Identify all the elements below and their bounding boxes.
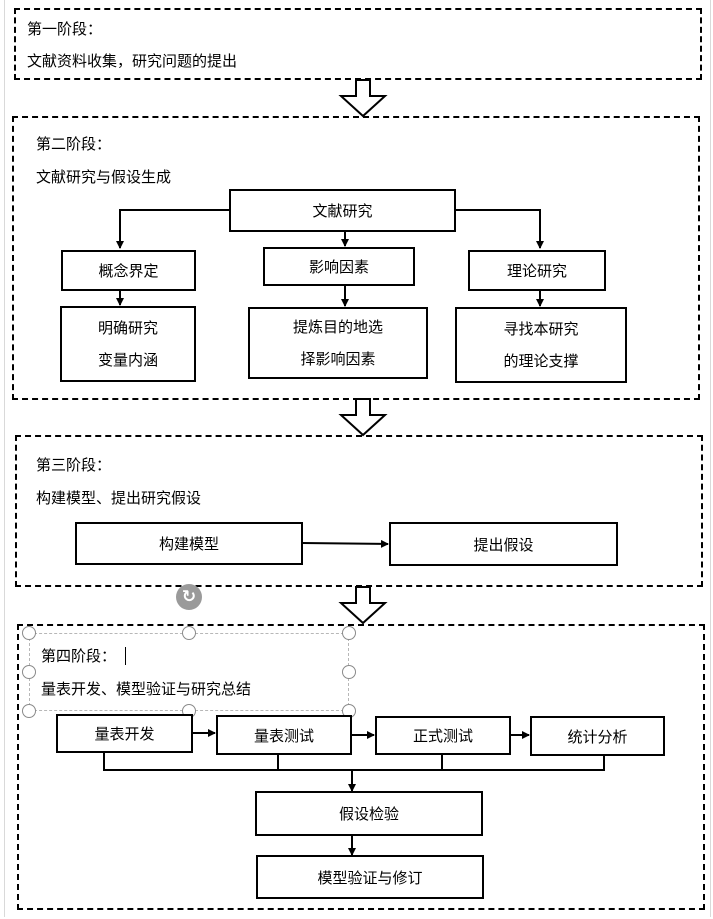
stage-1-panel (14, 8, 702, 80)
resize-handle-top-right[interactable] (342, 626, 356, 640)
stage-transition-arrow-3 (338, 586, 388, 625)
factors-detail-line-1: 提炼目的地选 (292, 318, 383, 336)
theory-research-box[interactable]: 理论研究 (468, 250, 606, 291)
statistical-analysis-box[interactable]: 统计分析 (530, 716, 665, 756)
stage-1-title: 第一阶段： (27, 20, 103, 38)
page-edge (4, 0, 711, 917)
stage-2-panel (12, 116, 700, 400)
build-model-box[interactable]: 构建模型 (75, 522, 303, 565)
connector-merge-bar (103, 752, 605, 771)
theory-detail-line-2: 的理论支撑 (503, 352, 579, 370)
resize-handle-top-center[interactable] (182, 626, 196, 640)
stage-3-title: 第三阶段： (36, 456, 112, 474)
influencing-factors-box[interactable]: 影响因素 (263, 247, 415, 286)
stage-4-panel (17, 624, 705, 910)
text-caret (125, 647, 126, 665)
factors-detail-box[interactable]: 提炼目的地选 择影响因素 (248, 307, 428, 379)
scale-testing-box[interactable]: 量表测试 (216, 715, 352, 755)
propose-hypothesis-box[interactable]: 提出假设 (389, 522, 618, 566)
model-validation-box[interactable]: 模型验证与修订 (256, 855, 484, 899)
hollow-down-arrow-icon (338, 398, 388, 437)
stage-2-title: 第二阶段： (36, 135, 112, 153)
concept-detail-line-2: 变量内涵 (97, 351, 158, 369)
stage-3-subtitle: 构建模型、提出研究假设 (36, 489, 202, 507)
concept-detail-box[interactable]: 明确研究 变量内涵 (60, 306, 196, 382)
connector-model-to-hypothesis (301, 539, 389, 548)
theory-detail-line-1: 寻找本研究 (503, 320, 579, 338)
connector-root-to-theory (456, 209, 544, 249)
factors-detail-line-2: 择影响因素 (300, 350, 376, 368)
stage-4-title[interactable]: 第四阶段： (41, 647, 117, 665)
stage-3-panel (15, 435, 703, 587)
stage-transition-arrow-1 (338, 79, 388, 118)
literature-research-box[interactable]: 文献研究 (229, 189, 456, 232)
stage-2-subtitle: 文献研究与假设生成 (36, 168, 172, 186)
concept-definition-box[interactable]: 概念界定 (61, 250, 196, 291)
rotate-handle-icon[interactable]: ↻ (176, 584, 202, 610)
stage-4-subtitle[interactable]: 量表开发、模型验证与研究总结 (41, 680, 252, 698)
hollow-down-arrow-icon (338, 586, 388, 625)
theory-detail-box[interactable]: 寻找本研究 的理论支撑 (455, 307, 627, 383)
resize-handle-middle-left[interactable] (22, 665, 36, 679)
formal-testing-box[interactable]: 正式测试 (375, 716, 511, 755)
connector-root-to-concept (116, 209, 229, 249)
stage-1-subtitle: 文献资料收集，研究问题的提出 (27, 52, 238, 70)
resize-handle-middle-right[interactable] (342, 665, 356, 679)
selected-textbox-frame[interactable] (29, 633, 349, 711)
concept-detail-line-1: 明确研究 (97, 319, 158, 337)
resize-handle-top-left[interactable] (22, 626, 36, 640)
stage-transition-arrow-2 (338, 398, 388, 437)
resize-handle-bottom-left[interactable] (22, 704, 36, 718)
hypothesis-test-box[interactable]: 假设检验 (255, 791, 483, 836)
scale-development-box[interactable]: 量表开发 (56, 714, 193, 753)
hollow-down-arrow-icon (338, 79, 388, 118)
